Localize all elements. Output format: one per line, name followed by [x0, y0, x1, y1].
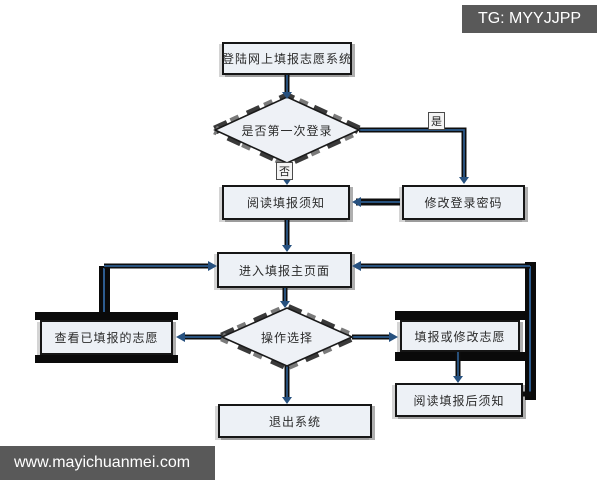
diamond-operation-select — [210, 303, 364, 371]
node-change-password: 修改登录密码 — [402, 185, 525, 220]
node-login-system: 登陆网上填报志愿系统 — [222, 42, 352, 75]
diamond-label-operation: 操作选择 — [260, 330, 313, 345]
node-exit-system: 退出系统 — [218, 404, 372, 438]
diamond-first-login — [204, 92, 370, 168]
node-main-page: 进入填报主页面 — [217, 252, 352, 288]
node-read-notice: 阅读填报须知 — [222, 185, 350, 220]
site-watermark-bar: www.mayichuanmei.com — [0, 446, 215, 480]
node-read-after-notice: 阅读填报后须知 — [395, 383, 523, 417]
diamond-label-first-login: 是否第一次登录 — [241, 123, 333, 138]
node-view-submitted: 查看已填报的志愿 — [40, 320, 173, 355]
branch-label-yes: 是 — [428, 112, 445, 130]
branch-label-no: 否 — [276, 162, 293, 180]
node-fill-modify: 填报或修改志愿 — [400, 320, 520, 352]
tg-watermark-badge: TG: MYYJJPP — [462, 5, 597, 33]
thick-routing-bars — [35, 262, 536, 400]
